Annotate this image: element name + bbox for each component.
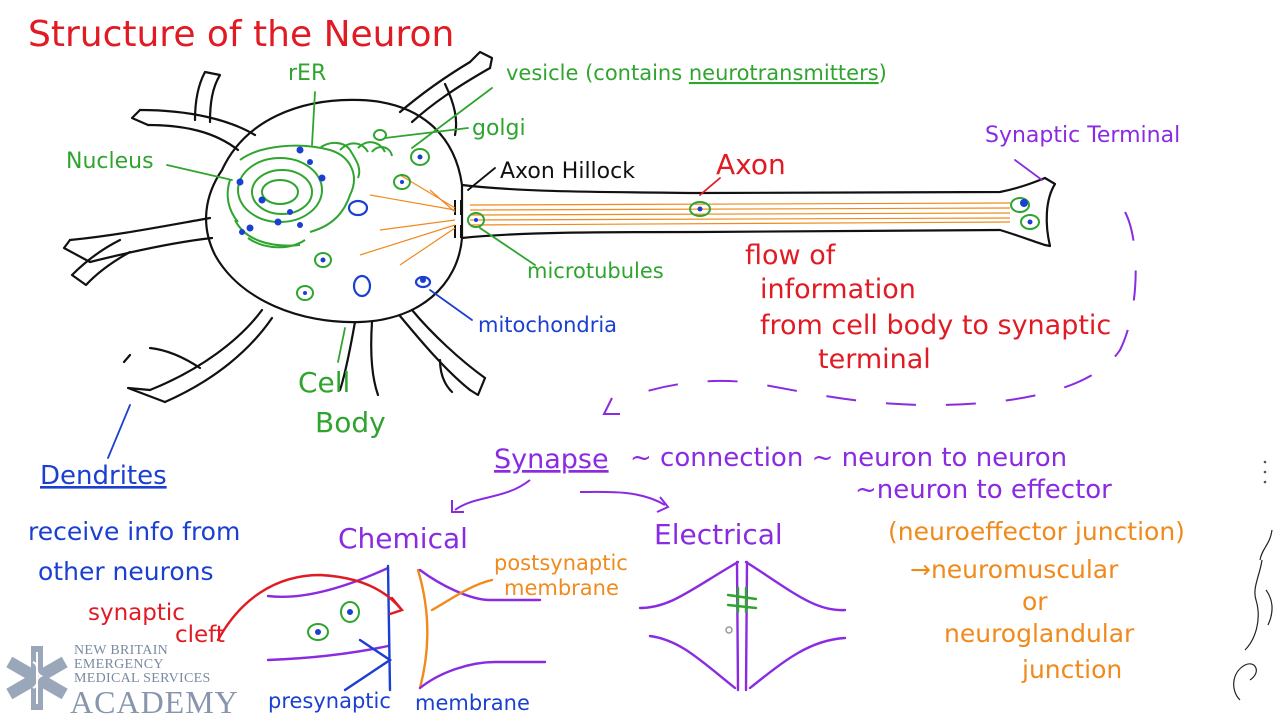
logo-line-1: NEW BRITAIN <box>74 643 169 658</box>
flow-line-4: terminal <box>818 344 931 375</box>
cell-body-membrane <box>204 98 464 324</box>
label-membrane: membrane <box>415 691 530 715</box>
effector-line-4: neuroglandular <box>944 619 1135 648</box>
vesicles <box>296 129 1040 301</box>
flow-line-3: from cell body to synaptic <box>760 310 1111 341</box>
dendrite-top-right <box>398 60 492 124</box>
flow-line-2: information <box>760 274 916 305</box>
label-postsynaptic-1: postsynaptic <box>494 551 628 575</box>
dendrite-bottom-left <box>148 308 274 404</box>
electrical-synapse <box>638 560 847 692</box>
effector-line-2: →neuromuscular <box>910 555 1119 584</box>
microtubules <box>359 174 1011 266</box>
star-of-life-icon <box>6 646 68 710</box>
label-chemical: Chemical <box>338 522 468 555</box>
label-synaptic-cleft-2: cleft <box>175 622 225 648</box>
label-mitochondria: mitochondria <box>478 313 617 337</box>
effector-line-1: (neuroeffector junction) <box>888 517 1185 546</box>
nucleus <box>226 141 393 249</box>
logo-line-3: MEDICAL SERVICES <box>74 671 211 686</box>
dots <box>1263 460 1267 484</box>
electrical-dot <box>725 626 733 634</box>
dendrite-bottom <box>338 320 380 397</box>
logo-line-2: EMERGENCY <box>74 657 164 672</box>
label-dendrites: Dendrites <box>40 461 167 491</box>
synapse-line-1: ~ connection ~ neuron to neuron <box>630 443 1067 473</box>
label-synaptic-terminal: Synaptic Terminal <box>985 123 1180 148</box>
label-body: Body <box>315 406 386 439</box>
receive-line-2: other neurons <box>38 557 214 586</box>
label-rer: rER <box>288 61 326 86</box>
dendrite-left <box>68 216 214 264</box>
logo-academy: ACADEMY <box>70 684 239 720</box>
neuron-labels: rER vesicle (contains neurotransmitters)… <box>28 61 1180 586</box>
axon-hillock-marks <box>454 200 462 238</box>
mitochondria <box>347 199 432 298</box>
flow-line-1: flow of <box>745 240 837 271</box>
synapse-word: Synapse <box>494 444 609 475</box>
synapse-section: Synapse ~ connection ~ neuron to neuron … <box>88 443 1185 715</box>
chemical-synapse <box>216 564 547 692</box>
synapse-branch-arrows <box>451 479 670 513</box>
label-presynaptic: presynaptic <box>268 689 391 713</box>
dendrite-top-left <box>138 108 257 152</box>
receive-line-1: receive info from <box>28 517 240 546</box>
synapse-line-2: ~neuron to effector <box>855 475 1112 505</box>
flow-arrowhead <box>602 397 620 415</box>
label-vesicle: vesicle (contains neurotransmitters) <box>506 61 887 85</box>
leader-lines <box>107 87 1043 459</box>
label-postsynaptic-2: membrane <box>504 576 619 600</box>
label-axon-hillock: Axon Hillock <box>500 159 635 184</box>
label-axon: Axon <box>716 148 786 181</box>
label-microtubules: microtubules <box>527 259 664 283</box>
label-cell: Cell <box>298 366 350 399</box>
label-nucleus: Nucleus <box>66 149 154 174</box>
axon-membrane-bottom <box>460 228 1047 247</box>
flow-arc <box>619 211 1137 407</box>
label-golgi: golgi <box>472 116 526 141</box>
page-title: Structure of the Neuron <box>28 14 454 55</box>
label-synaptic-cleft-1: synaptic <box>88 600 185 626</box>
effector-line-5: junction <box>1021 655 1122 684</box>
neuron-outline <box>62 50 1057 404</box>
chemical-vesicles <box>307 601 360 641</box>
effector-line-3: or <box>1022 587 1048 616</box>
academy-logo: NEW BRITAIN EMERGENCY MEDICAL SERVICES A… <box>4 640 254 720</box>
signature <box>1233 529 1273 701</box>
label-electrical: Electrical <box>654 518 783 551</box>
axon-membrane-top <box>460 176 1047 195</box>
synaptic-terminal-end <box>1043 176 1057 248</box>
ribosomes <box>236 146 326 235</box>
